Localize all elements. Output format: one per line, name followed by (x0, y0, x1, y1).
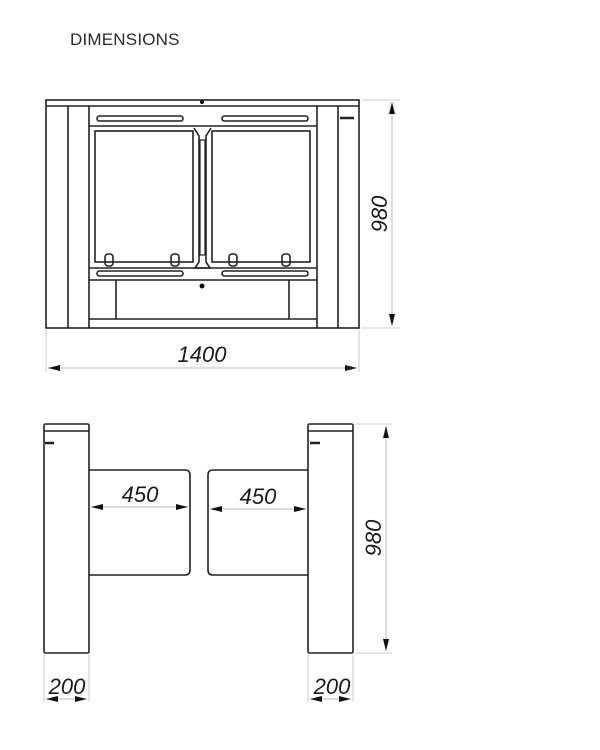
page-title: DIMENSIONS (70, 30, 180, 49)
side-height-label: 980 (361, 519, 386, 556)
front-width-label: 1400 (178, 342, 228, 367)
left-post (43, 423, 90, 654)
front-height-dimension (362, 99, 400, 329)
side-height-dimension (356, 423, 392, 654)
front-width-dimension (45, 330, 360, 372)
left-wing (89, 469, 191, 576)
front-view (45, 99, 360, 329)
right-wing-width-label: 450 (240, 484, 277, 509)
right-post-width-label: 200 (313, 674, 351, 699)
right-wing (207, 469, 308, 576)
right-post-width-dimension (307, 655, 354, 702)
left-post-width-label: 200 (48, 674, 86, 699)
left-wing-width-label: 450 (122, 482, 159, 507)
left-post-width-dimension (43, 655, 90, 702)
front-height-label: 980 (367, 195, 392, 232)
right-post (307, 423, 354, 654)
